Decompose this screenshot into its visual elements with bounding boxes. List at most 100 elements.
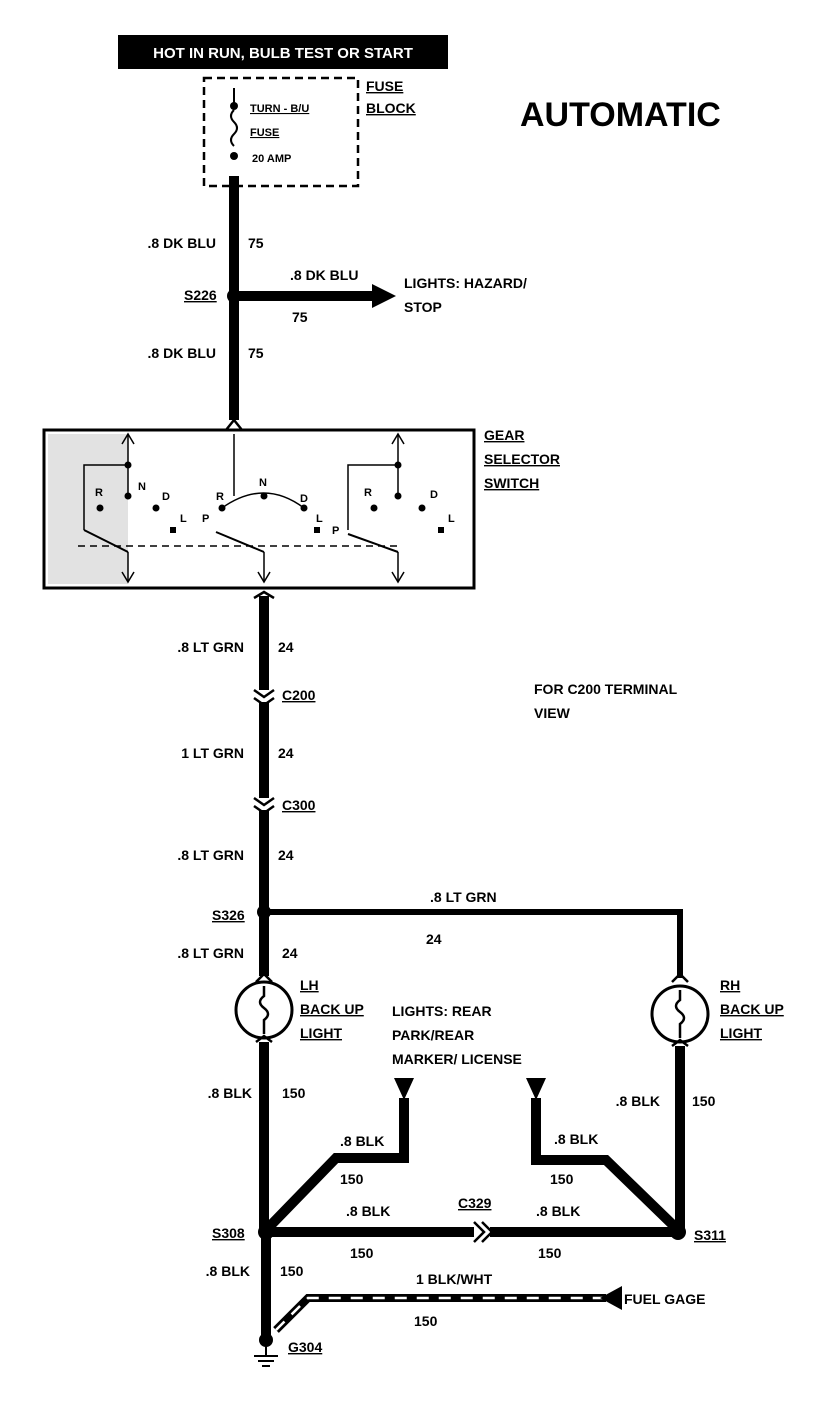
- arrow-rear-left: [394, 1078, 414, 1100]
- wire-24-c-circuit: 24: [278, 847, 294, 863]
- wire-150-rear-left: [266, 1098, 409, 1230]
- rear-left-gauge: .8 BLK: [340, 1133, 384, 1149]
- wire-150-fuel-gage: [273, 1294, 606, 1333]
- switch-shaded-region: [48, 434, 128, 584]
- power-condition-text: HOT IN RUN, BULB TEST OR START: [153, 45, 413, 62]
- rear-right-gauge: .8 BLK: [554, 1131, 598, 1147]
- power-condition-bar: [118, 35, 448, 69]
- rear-lights-label-1: LIGHTS: REAR: [392, 1003, 492, 1019]
- wire-150-rear-right: [531, 1098, 678, 1230]
- splice-s326-label: S326: [212, 907, 245, 923]
- gear-switch-label-2: SELECTOR: [484, 451, 560, 467]
- wire-75-lower-circuit: 75: [248, 345, 264, 361]
- splice-s311-label: S311: [694, 1227, 726, 1243]
- lh-light-label-2: BACK UP: [300, 1001, 364, 1017]
- wire-75-upper-gauge: .8 DK BLU: [148, 235, 216, 251]
- fuse-squiggle: [230, 109, 238, 147]
- rh-light-label-3: LIGHT: [720, 1025, 762, 1041]
- lh-light-label-3: LIGHT: [300, 1025, 342, 1041]
- fuse-terminal-top: [230, 102, 238, 110]
- wire-24-d-gauge: .8 LT GRN: [177, 945, 244, 961]
- connector-c329-label: C329: [458, 1195, 492, 1211]
- fuse-rating: 20 AMP: [252, 153, 291, 165]
- wire-24-b-circuit: 24: [278, 745, 294, 761]
- gear-switch-label-1: GEAR: [484, 427, 524, 443]
- gear-selector-switch-box: [42, 428, 476, 590]
- g304-gauge: .8 BLK: [206, 1263, 250, 1279]
- ground-g304-terminal: [259, 1333, 273, 1347]
- wire-24-a-gauge: .8 LT GRN: [177, 639, 244, 655]
- connector-c200-label: C200: [282, 687, 316, 703]
- fuse-name-1: TURN - B/U: [250, 103, 309, 115]
- connector-switch-output: [253, 590, 275, 600]
- s1-pos-r: R: [95, 487, 103, 499]
- diagram-title: AUTOMATIC: [520, 96, 721, 134]
- s3-pos-l: L: [448, 513, 455, 525]
- hazard-gauge: .8 DK BLU: [290, 267, 358, 283]
- wire-150-rh-circuit: 150: [692, 1093, 716, 1109]
- note-line-2: VIEW: [534, 705, 571, 721]
- rh-light-label-2: BACK UP: [720, 1001, 784, 1017]
- s308-right-circuit: 150: [350, 1245, 374, 1261]
- gear-switch-label-3: SWITCH: [484, 475, 539, 491]
- switch-section-2: [215, 434, 320, 584]
- s2-pos-d: D: [300, 493, 308, 505]
- lh-backup-bulb: [234, 980, 294, 1040]
- rh-bulb-filament: [674, 990, 686, 1038]
- s1-pos-l: L: [180, 513, 187, 525]
- switch-section-3: [347, 432, 444, 584]
- g304-circuit: 150: [280, 1263, 304, 1279]
- fuse-block-label-1: FUSE: [366, 78, 403, 94]
- fuse-block-label-2: BLOCK: [366, 100, 416, 116]
- rh-feed-circuit: 24: [426, 931, 442, 947]
- wire-24-b-gauge: 1 LT GRN: [181, 745, 244, 761]
- c329-right-circuit: 150: [538, 1245, 562, 1261]
- splice-s308-label: S308: [212, 1225, 245, 1241]
- rear-lights-label-3: MARKER/ LICENSE: [392, 1051, 522, 1067]
- s2-pos-l: L: [316, 513, 323, 525]
- fuse-terminal-bottom: [230, 152, 238, 160]
- s3-pos-p: P: [332, 525, 339, 537]
- c329-right-gauge: .8 BLK: [536, 1203, 580, 1219]
- connector-c329: [473, 1221, 494, 1243]
- note-line-1: FOR C200 TERMINAL: [534, 681, 678, 697]
- arrow-fuel-gage: [600, 1286, 622, 1310]
- s2-pos-n: N: [259, 477, 267, 489]
- wire-75-lower-gauge: .8 DK BLU: [148, 345, 216, 361]
- s2-pos-p: P: [202, 513, 209, 525]
- wire-24-a-circuit: 24: [278, 639, 294, 655]
- fuel-gage-gauge: 1 BLK/WHT: [416, 1271, 493, 1287]
- rh-feed-gauge: .8 LT GRN: [430, 889, 497, 905]
- rh-light-label-1: RH: [720, 977, 740, 993]
- hazard-circuit: 75: [292, 309, 308, 325]
- s1-pos-n: N: [138, 481, 146, 493]
- lh-bulb-filament: [258, 986, 270, 1034]
- wire-24-rh-feed: [264, 909, 683, 978]
- wire-24-c-gauge: .8 LT GRN: [177, 847, 244, 863]
- s1-pos-d: D: [162, 491, 170, 503]
- connector-c300-label: C300: [282, 797, 316, 813]
- wire-150-lh-gauge: .8 BLK: [208, 1085, 252, 1101]
- wire-24-d-circuit: 24: [282, 945, 298, 961]
- arrow-hazard: [372, 284, 396, 308]
- splice-s226-label: S226: [184, 287, 217, 303]
- ground-g304-label: G304: [288, 1339, 322, 1355]
- fuel-gage-circuit: 150: [414, 1313, 438, 1329]
- s308-right-gauge: .8 BLK: [346, 1203, 390, 1219]
- fuse-block-outline: [202, 76, 360, 188]
- hazard-dest-2: STOP: [404, 299, 442, 315]
- connector-switch-input: [225, 417, 243, 431]
- fuse-name-2: FUSE: [250, 127, 279, 139]
- switch-section-1: [83, 432, 176, 584]
- wire-75-upper-circuit: 75: [248, 235, 264, 251]
- hazard-dest-1: LIGHTS: HAZARD/: [404, 275, 527, 291]
- rh-backup-bulb: [650, 984, 710, 1044]
- wire-150-fuel-gage-stripe: [275, 1296, 606, 1331]
- splice-s311: [670, 1224, 686, 1240]
- rear-lights-label-2: PARK/REAR: [392, 1027, 474, 1043]
- lh-light-label-1: LH: [300, 977, 319, 993]
- wire-150-rh-gauge: .8 BLK: [616, 1093, 660, 1109]
- fuel-gage-dest: FUEL GAGE: [624, 1291, 705, 1307]
- rear-left-circuit: 150: [340, 1171, 364, 1187]
